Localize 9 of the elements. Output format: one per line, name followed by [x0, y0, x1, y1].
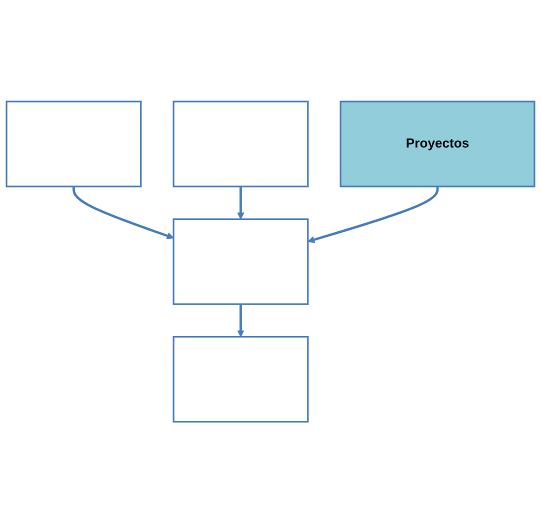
arrow [237, 186, 244, 220]
arrow [72, 186, 174, 240]
arrow [308, 186, 439, 244]
node-box [172, 218, 309, 306]
node-box [172, 336, 309, 423]
node-box [6, 101, 142, 188]
arrow [237, 304, 244, 338]
node-box: Proyectos [340, 101, 536, 188]
node-box [172, 101, 309, 188]
